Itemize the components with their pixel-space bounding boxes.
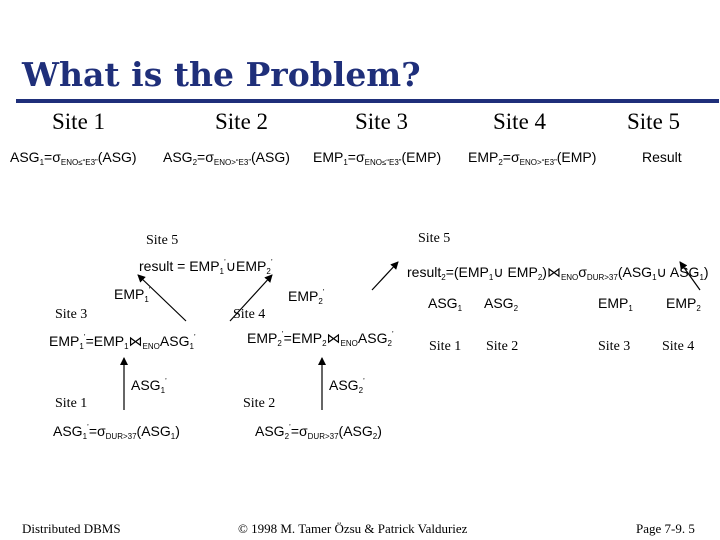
site-header-4: Site 4 bbox=[493, 109, 547, 134]
s2-site5-label: Site 5 bbox=[418, 231, 451, 246]
s1-asg2-transfer: ASG2’ bbox=[329, 377, 365, 395]
s2-result-expression: result2=(EMP1∪ EMP2)⋈ENOσDUR>37(ASG1∪ AS… bbox=[407, 264, 709, 282]
fragment-result: Result bbox=[642, 149, 682, 165]
site-header-1: Site 1 bbox=[52, 109, 106, 134]
s2-site3-label: Site 3 bbox=[598, 339, 631, 354]
join-icon: ⋈ bbox=[326, 330, 341, 346]
s2-leaf-asg1: ASG1 bbox=[428, 295, 463, 313]
footer-center: © 1998 M. Tamer Özsu & Patrick Valduriez bbox=[238, 521, 468, 536]
title-underline bbox=[16, 99, 719, 103]
fragment-emp1: EMP1=σENO≤“E3”(EMP) bbox=[313, 149, 442, 167]
s1-emp2-join: EMP2’=EMP2⋈ENOASG2’ bbox=[247, 330, 394, 348]
join-icon: ⋈ bbox=[128, 333, 143, 349]
s1-emp1-transfer: EMP1’ bbox=[114, 286, 151, 304]
s2-leaf-asg2: ASG2 bbox=[484, 295, 519, 313]
site-header-2: Site 2 bbox=[215, 109, 269, 134]
s2-site2-label: Site 2 bbox=[486, 339, 519, 354]
s2-site1-label: Site 1 bbox=[429, 339, 462, 354]
s1-site2-label: Site 2 bbox=[243, 396, 276, 411]
s2-leaf-emp1: EMP1 bbox=[598, 295, 633, 313]
s1-result-expression: result = EMP1’∪EMP2’ bbox=[139, 258, 273, 276]
arrow-emp2-to-result bbox=[229, 274, 273, 322]
join-icon: ⋈ bbox=[546, 264, 561, 280]
s1-emp1-join: EMP1’=EMP1⋈ENOASG1’ bbox=[49, 333, 196, 351]
s2-site4-label: Site 4 bbox=[662, 339, 695, 354]
site-header-5: Site 5 bbox=[627, 109, 681, 134]
s2-leaf-emp2: EMP2 bbox=[666, 295, 701, 313]
arrow-emp1-to-result bbox=[137, 274, 187, 322]
footer-page-number: Page 7-9. 5 bbox=[636, 521, 695, 536]
arrow-s2-right bbox=[679, 261, 701, 291]
fragment-asg2: ASG2=σENO>“E3”(ASG) bbox=[163, 149, 290, 167]
footer-left: Distributed DBMS bbox=[22, 521, 121, 536]
s1-site5-label: Site 5 bbox=[146, 233, 179, 248]
s1-asg1-selection: ASG1’=σDUR>37(ASG1) bbox=[53, 423, 180, 441]
fragment-asg1: ASG1=σENO≤“E3”(ASG) bbox=[10, 149, 137, 167]
s1-asg2-selection: ASG2’=σDUR>37(ASG2) bbox=[255, 423, 382, 441]
s1-emp2-transfer: EMP2’ bbox=[288, 288, 325, 306]
slide-title: What is the Problem? bbox=[22, 55, 421, 94]
s1-asg1-transfer: ASG1’ bbox=[131, 377, 167, 395]
s1-site1-label: Site 1 bbox=[55, 396, 88, 411]
site-header-3: Site 3 bbox=[355, 109, 409, 134]
s1-site3-label: Site 3 bbox=[55, 307, 88, 322]
arrow-s2-left bbox=[371, 261, 399, 291]
fragment-emp2: EMP2=σENO>“E3”(EMP) bbox=[468, 149, 597, 167]
s1-site4-label: Site 4 bbox=[233, 307, 266, 322]
